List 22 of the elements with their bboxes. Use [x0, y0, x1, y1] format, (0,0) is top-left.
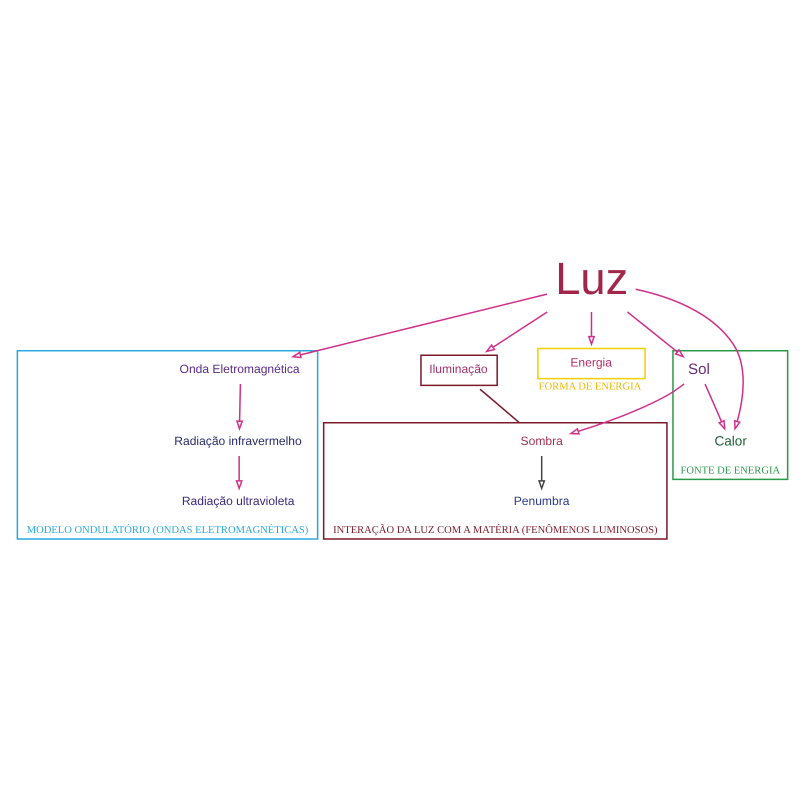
node-text: Sol — [688, 361, 710, 378]
node-text: Penumbra — [514, 494, 570, 508]
arrow — [538, 456, 546, 491]
node-box: Energia — [537, 348, 646, 380]
arrow — [484, 311, 548, 353]
connector — [480, 388, 520, 424]
arrow — [704, 384, 726, 431]
node-text: Luz — [555, 252, 628, 304]
node-text: Radiação infravermelho — [174, 434, 302, 448]
arrow — [588, 312, 596, 346]
arrow — [568, 383, 685, 435]
node-box: Iluminação — [420, 354, 498, 386]
node-text: Sombra — [520, 434, 563, 448]
node-text: Radiação ultravioleta — [182, 494, 294, 508]
arrow — [235, 456, 243, 491]
arrow — [626, 311, 685, 358]
node-label: FORMA DE ENERGIA — [538, 381, 642, 392]
arrow — [290, 293, 548, 358]
node-text: Onda Eletromagnética — [180, 362, 300, 376]
node-text: Calor — [714, 434, 747, 449]
arrow — [236, 384, 244, 432]
arrow — [635, 288, 744, 431]
